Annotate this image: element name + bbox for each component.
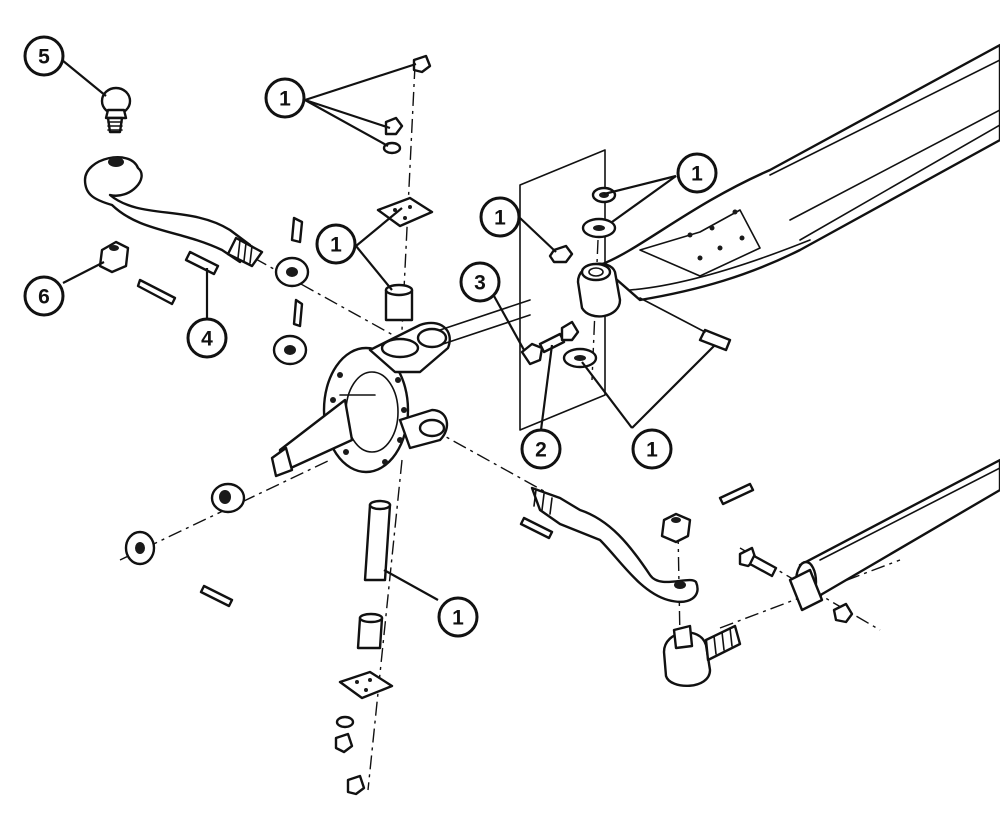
callout-1-king-pin: 1 bbox=[437, 596, 479, 638]
svg-text:1: 1 bbox=[330, 234, 342, 257]
cotter-pin-mid bbox=[292, 298, 304, 328]
callout-1-upper-right: 1 bbox=[676, 152, 718, 194]
callout-6: 6 bbox=[23, 275, 65, 317]
callout-1-bushing: 1 bbox=[315, 223, 357, 265]
tie-rod-arm-upper bbox=[83, 156, 264, 268]
svg-text:2: 2 bbox=[535, 439, 547, 462]
key-lower bbox=[519, 516, 554, 540]
axle-nut bbox=[548, 244, 574, 264]
callout-5: 5 bbox=[23, 35, 65, 77]
svg-text:1: 1 bbox=[279, 88, 291, 111]
tie-rod-tube bbox=[794, 458, 1000, 604]
tie-rod-end bbox=[662, 624, 742, 688]
clamp-bolt bbox=[738, 546, 778, 578]
svg-text:1: 1 bbox=[691, 163, 703, 186]
callout-4: 4 bbox=[186, 317, 228, 359]
cotter-pin-right bbox=[718, 482, 755, 506]
separator-plane bbox=[519, 149, 606, 431]
upper-cap bbox=[376, 196, 434, 228]
svg-text:1: 1 bbox=[452, 607, 464, 630]
bolt-and-nut bbox=[520, 320, 580, 366]
lower-fittings bbox=[334, 715, 366, 796]
lower-bushing bbox=[356, 612, 384, 650]
leader-lines bbox=[61, 59, 715, 601]
svg-text:6: 6 bbox=[38, 286, 50, 309]
callout-1-axle-nut: 1 bbox=[479, 196, 521, 238]
cotter-pin-upper bbox=[290, 216, 304, 244]
svg-text:4: 4 bbox=[201, 328, 213, 351]
callout-1-lower-right: 1 bbox=[631, 428, 673, 470]
clamp-nut bbox=[832, 602, 854, 624]
callout-3: 3 bbox=[459, 261, 501, 303]
ball-stud bbox=[100, 86, 132, 134]
svg-text:1: 1 bbox=[494, 207, 506, 230]
lower-cap bbox=[338, 670, 394, 700]
steering-knuckle bbox=[270, 299, 531, 478]
upper-bushing bbox=[384, 283, 414, 322]
spindle-washer bbox=[210, 482, 246, 514]
lock-pin bbox=[639, 297, 732, 352]
upper-fittings bbox=[382, 54, 432, 155]
castle-nut-upper bbox=[98, 240, 177, 306]
slotted-nuts bbox=[272, 256, 310, 366]
svg-text:3: 3 bbox=[474, 272, 486, 295]
tie-rod-arm-lower bbox=[530, 486, 699, 603]
cotter-pin-lower bbox=[199, 584, 234, 608]
upper-washers bbox=[581, 186, 617, 239]
tube-clamp bbox=[788, 568, 824, 612]
callout-1-top: 1 bbox=[264, 77, 306, 119]
svg-text:5: 5 bbox=[38, 46, 50, 69]
svg-text:1: 1 bbox=[646, 439, 658, 462]
king-pin bbox=[363, 499, 392, 582]
key bbox=[184, 250, 220, 276]
axle-beam bbox=[576, 43, 1000, 318]
castle-nut-lower bbox=[660, 512, 692, 544]
callout-2: 2 bbox=[520, 428, 562, 470]
spindle-nut bbox=[124, 530, 156, 566]
